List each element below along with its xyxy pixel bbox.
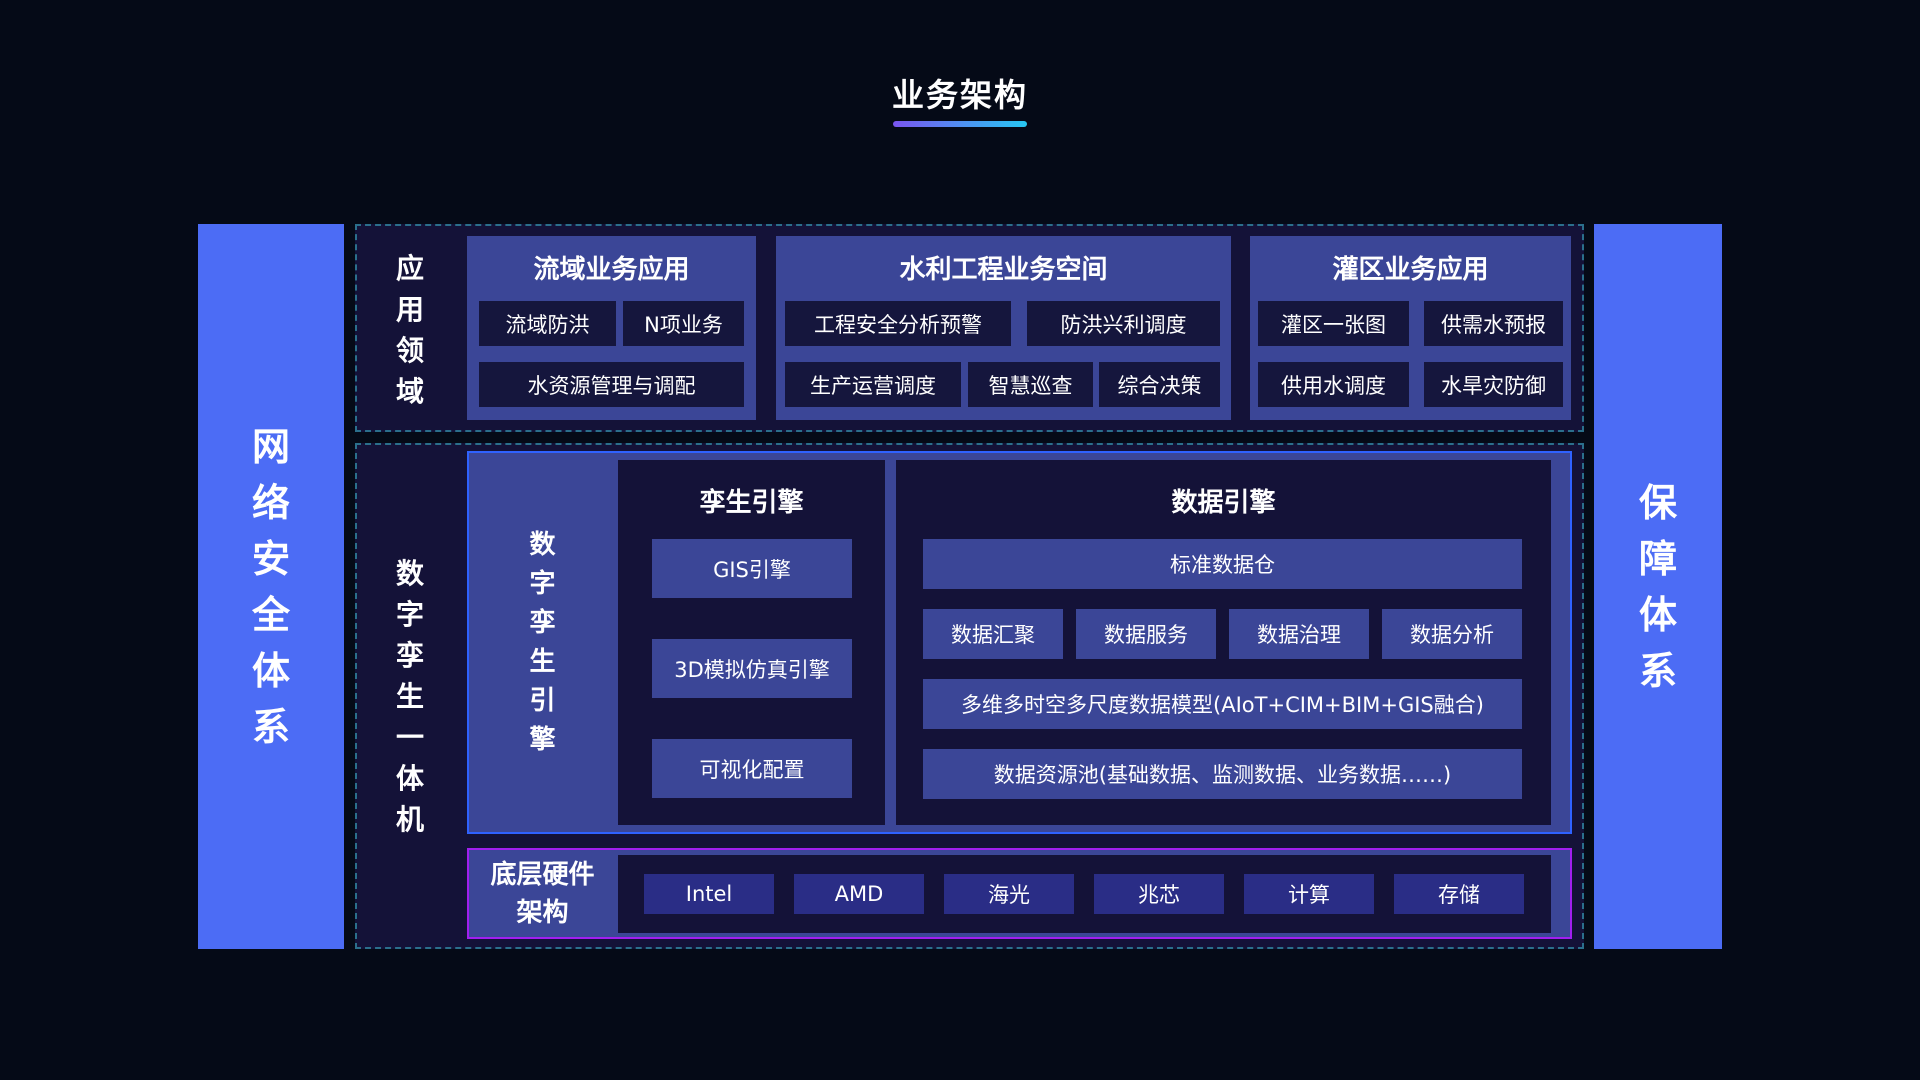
data-engine-title: 数据引擎: [1171, 488, 1276, 518]
hardware-items-panel: Intel AMD 海光 兆芯 计算 存储: [618, 855, 1551, 933]
label-char: 用: [395, 293, 424, 326]
label-char: 网: [251, 424, 290, 469]
chip-comprehensive-decision[interactable]: 综合决策: [1099, 362, 1220, 407]
label-char: 应: [395, 252, 424, 285]
chip-production-operation-dispatch[interactable]: 生产运营调度: [785, 362, 961, 407]
label-char: 络: [251, 480, 290, 525]
label-char: 域: [395, 375, 424, 408]
assurance-system-bar: 保 障 体 系: [1594, 224, 1722, 949]
network-security-system-bar: 网 络 安 全 体 系: [198, 224, 344, 949]
chip-flood-benefit-dispatch[interactable]: 防洪兴利调度: [1027, 301, 1220, 346]
chip-water-supply-dispatch[interactable]: 供用水调度: [1258, 362, 1409, 407]
standard-data-warehouse[interactable]: 标准数据仓: [923, 539, 1522, 589]
hw-hygon[interactable]: 海光: [944, 874, 1074, 914]
label-char: 一: [395, 720, 424, 754]
chip-irrigation-map[interactable]: 灌区一张图: [1258, 301, 1409, 346]
hardware-label-line1: 底层硬件: [490, 860, 595, 890]
basin-business-group: 流域业务应用 流域防洪 N项业务 水资源管理与调配: [467, 236, 756, 420]
label-char: 引: [529, 685, 556, 716]
application-layer-label: 应 用 领 域: [380, 240, 440, 420]
chip-safety-analysis-warning[interactable]: 工程安全分析预警: [785, 301, 1011, 346]
chip-drought-flood-prevention[interactable]: 水旱灾防御: [1424, 362, 1563, 407]
visual-configuration-module[interactable]: 可视化配置: [652, 739, 852, 798]
data-resource-pool[interactable]: 数据资源池(基础数据、监测数据、业务数据……): [923, 749, 1522, 799]
gis-engine-module[interactable]: GIS引擎: [652, 539, 852, 598]
label-char: 机: [395, 802, 424, 836]
network-security-system-label: 网 络 安 全 体 系: [252, 419, 290, 755]
data-aggregation[interactable]: 数据汇聚: [923, 609, 1063, 659]
irrigation-business-group: 灌区业务应用 灌区一张图 供需水预报 供用水调度 水旱灾防御: [1250, 236, 1571, 420]
group-title: 流域业务应用: [533, 255, 690, 285]
group-title: 水利工程业务空间: [899, 255, 1108, 285]
label-char: 孪: [395, 638, 424, 672]
data-analysis[interactable]: 数据分析: [1382, 609, 1522, 659]
label-char: 系: [1638, 648, 1677, 693]
label-char: 孪: [529, 607, 556, 638]
label-char: 擎: [529, 724, 556, 755]
label-char: 系: [251, 704, 290, 749]
label-char: 数: [529, 529, 556, 560]
label-char: 体: [1638, 592, 1677, 637]
3d-simulation-engine-module[interactable]: 3D模拟仿真引擎: [652, 639, 852, 698]
digital-twin-engine-label: 数 字 孪 生 引 擎: [470, 455, 615, 830]
hardware-label-line2: 架构: [516, 898, 569, 928]
label-char: 数: [395, 556, 424, 590]
chip-smart-inspection[interactable]: 智慧巡查: [968, 362, 1093, 407]
label-char: 字: [529, 568, 556, 599]
twin-engine-panel: 孪生引擎 GIS引擎 3D模拟仿真引擎 可视化配置: [618, 460, 885, 825]
page-title: 业务架构: [891, 76, 1028, 114]
chip-n-business[interactable]: N项业务: [623, 301, 744, 346]
chip-water-resource-management[interactable]: 水资源管理与调配: [479, 362, 744, 407]
assurance-system-label: 保 障 体 系: [1639, 475, 1677, 699]
label-char: 安: [251, 536, 290, 581]
hw-intel[interactable]: Intel: [644, 874, 774, 914]
data-service[interactable]: 数据服务: [1076, 609, 1216, 659]
hw-compute[interactable]: 计算: [1244, 874, 1374, 914]
label-char: 体: [251, 648, 290, 693]
twin-engine-title: 孪生引擎: [699, 488, 804, 518]
hw-storage[interactable]: 存储: [1394, 874, 1524, 914]
label-char: 生: [529, 646, 556, 677]
label-char: 全: [251, 592, 290, 637]
label-char: 障: [1638, 536, 1677, 581]
label-char: 字: [395, 597, 424, 631]
digital-twin-layer-label: 数 字 孪 生 一 体 机: [380, 450, 440, 942]
label-char: 生: [395, 679, 424, 713]
label-char: 体: [395, 761, 424, 795]
group-title: 灌区业务应用: [1332, 255, 1489, 285]
hardware-architecture-label: 底层硬件 架构: [470, 855, 615, 933]
title-underline: [893, 121, 1027, 127]
label-char: 领: [395, 334, 424, 367]
data-engine-panel: 数据引擎 标准数据仓 数据汇聚 数据服务 数据治理 数据分析 多维多时空多尺度数…: [896, 460, 1551, 825]
hw-zhaoxin[interactable]: 兆芯: [1094, 874, 1224, 914]
chip-basin-flood-control[interactable]: 流域防洪: [479, 301, 616, 346]
label-char: 保: [1638, 480, 1677, 525]
chip-supply-demand-forecast[interactable]: 供需水预报: [1424, 301, 1563, 346]
hydraulic-engineering-group: 水利工程业务空间 工程安全分析预警 防洪兴利调度 生产运营调度 智慧巡查 综合决…: [776, 236, 1231, 420]
multi-dimension-data-model[interactable]: 多维多时空多尺度数据模型(AIoT+CIM+BIM+GIS融合): [923, 679, 1522, 729]
hw-amd[interactable]: AMD: [794, 874, 924, 914]
data-governance[interactable]: 数据治理: [1229, 609, 1369, 659]
